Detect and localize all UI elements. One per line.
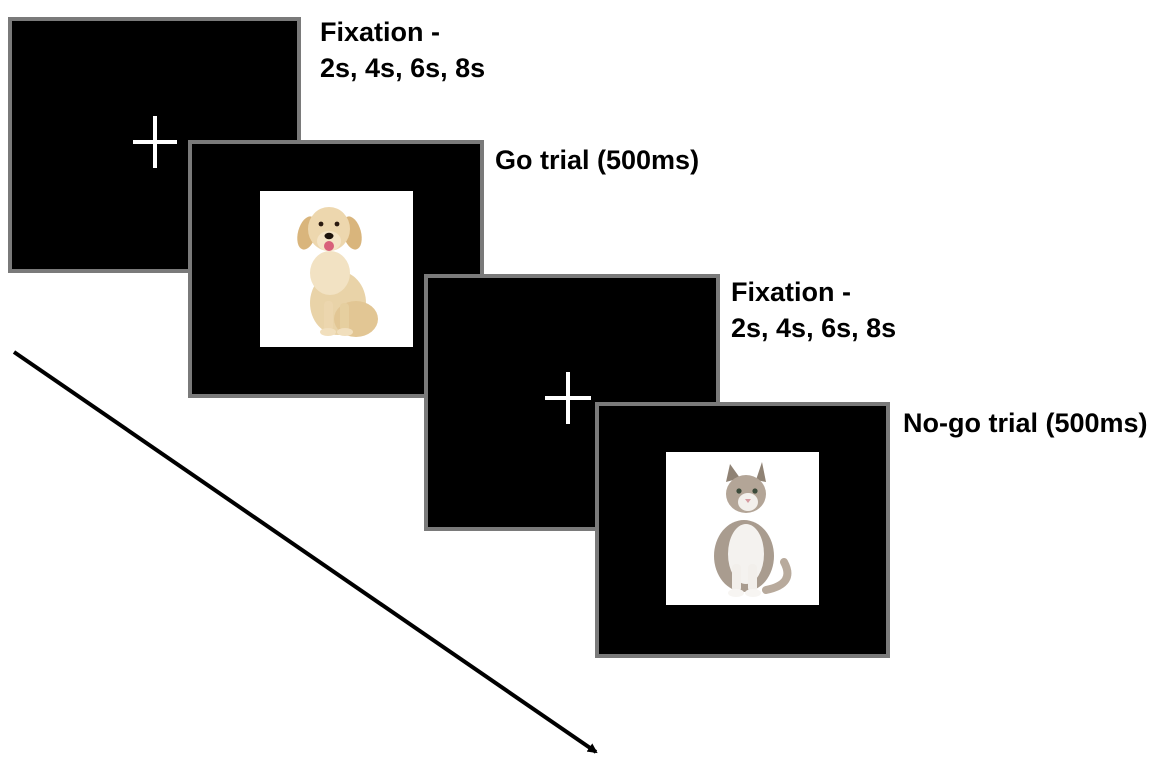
no-go-trial-screen (595, 402, 890, 658)
dog-image (260, 191, 413, 347)
fixation-2-label-line2: 2s, 4s, 6s, 8s (731, 313, 897, 343)
go-trial-label: Go trial (500ms) (495, 145, 700, 175)
fixation-1-label-line2: 2s, 4s, 6s, 8s (320, 53, 486, 83)
no-go-trial-label: No-go trial (500ms) (903, 408, 1148, 438)
fixation-cross-icon (133, 116, 177, 168)
cat-icon (714, 462, 792, 597)
cat-image (666, 452, 819, 605)
fixation-2-label: Fixation - 2s, 4s, 6s, 8s (731, 274, 896, 346)
fixation-cross-icon (545, 372, 591, 424)
fixation-1-label-line1: Fixation - (320, 17, 440, 47)
dog-icon (297, 207, 378, 337)
fixation-2-label-line1: Fixation - (731, 277, 851, 307)
fixation-1-label: Fixation - 2s, 4s, 6s, 8s (320, 14, 485, 86)
